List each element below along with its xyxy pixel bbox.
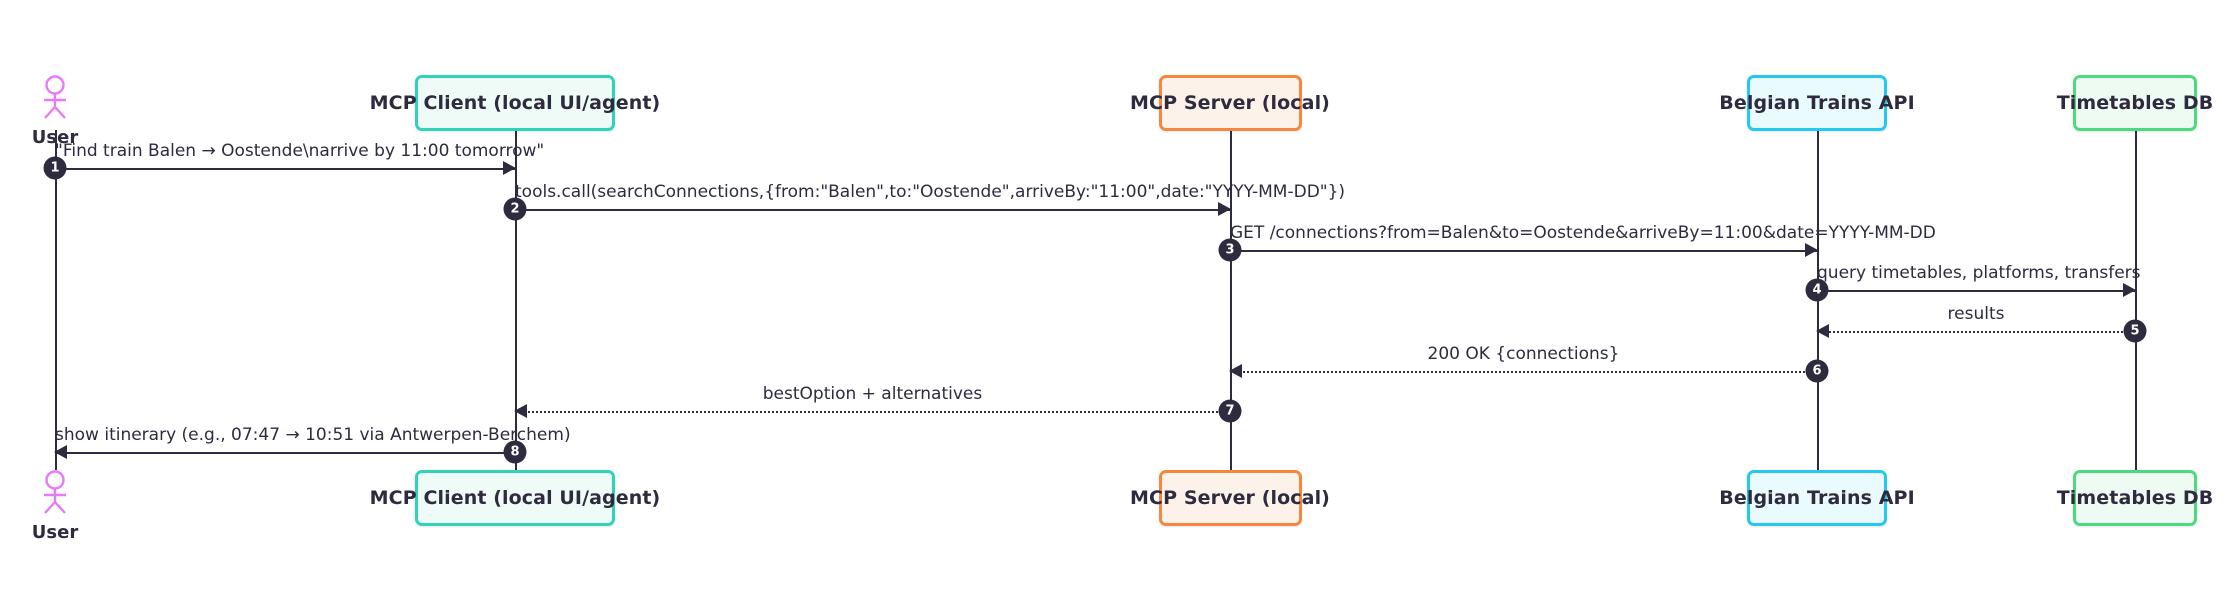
message-label-6: 200 OK {connections} [1427, 344, 1620, 364]
message-label-5: results [1947, 304, 2005, 324]
arrowhead-1-icon [503, 161, 516, 175]
sequence-number-5: 5 [2123, 319, 2147, 343]
user-actor-icon [35, 75, 75, 125]
sequence-number-6: 6 [1805, 359, 1829, 383]
message-line-1 [55, 168, 515, 170]
arrowhead-2-icon [1218, 202, 1231, 216]
message-line-4 [1817, 290, 2135, 292]
message-line-7 [515, 411, 1230, 413]
message-line-6 [1230, 371, 1817, 373]
sequence-number-7: 7 [1218, 399, 1242, 423]
arrowhead-6-icon [1229, 364, 1242, 378]
actor-user-bottom[interactable]: User [30, 470, 80, 543]
participant-server-bottom[interactable]: MCP Server (local) [1130, 470, 1330, 526]
message-label-2: tools.call(searchConnections,{from:"Bale… [515, 182, 1346, 202]
lifeline-db [2135, 130, 2137, 470]
arrowhead-7-icon [514, 404, 527, 418]
message-line-3 [1230, 250, 1817, 252]
message-label-8: show itinerary (e.g., 07:47 → 10:51 via … [55, 425, 571, 445]
participant-api-bottom[interactable]: Belgian Trains API [1719, 470, 1915, 526]
message-line-5 [1817, 331, 2135, 333]
participant-api-top[interactable]: Belgian Trains API [1719, 75, 1915, 131]
message-label-4: query timetables, platforms, transfers [1817, 263, 2141, 283]
sequence-number-2: 2 [503, 197, 527, 221]
message-label-3: GET /connections?from=Balen&to=Oostende&… [1230, 223, 1936, 243]
participant-db-top[interactable]: Timetables DB [2057, 75, 2213, 131]
sequence-number-8: 8 [503, 440, 527, 464]
lifeline-server [1230, 130, 1232, 470]
lifeline-user [55, 130, 57, 470]
participant-server-top[interactable]: MCP Server (local) [1130, 75, 1330, 131]
message-line-2 [515, 209, 1230, 211]
sequence-number-4: 4 [1805, 278, 1829, 302]
message-label-1: "Find train Balen → Oostende\narrive by … [55, 141, 545, 161]
lifeline-client [515, 130, 517, 470]
actor-label-user: User [31, 522, 79, 543]
arrowhead-8-icon [54, 445, 67, 459]
sequence-number-3: 3 [1218, 238, 1242, 262]
arrowhead-5-icon [1816, 324, 1829, 338]
participant-db-bottom[interactable]: Timetables DB [2057, 470, 2213, 526]
actor-label-user: User [31, 127, 79, 148]
message-line-8 [55, 452, 515, 454]
arrowhead-4-icon [2123, 283, 2136, 297]
user-actor-icon [35, 470, 75, 520]
actor-user-top[interactable]: User [30, 75, 80, 148]
participant-client-top[interactable]: MCP Client (local UI/agent) [370, 75, 660, 131]
participant-client-bottom[interactable]: MCP Client (local UI/agent) [370, 470, 660, 526]
arrowhead-3-icon [1805, 243, 1818, 257]
sequence-number-1: 1 [43, 156, 67, 180]
message-label-7: bestOption + alternatives [762, 384, 983, 404]
